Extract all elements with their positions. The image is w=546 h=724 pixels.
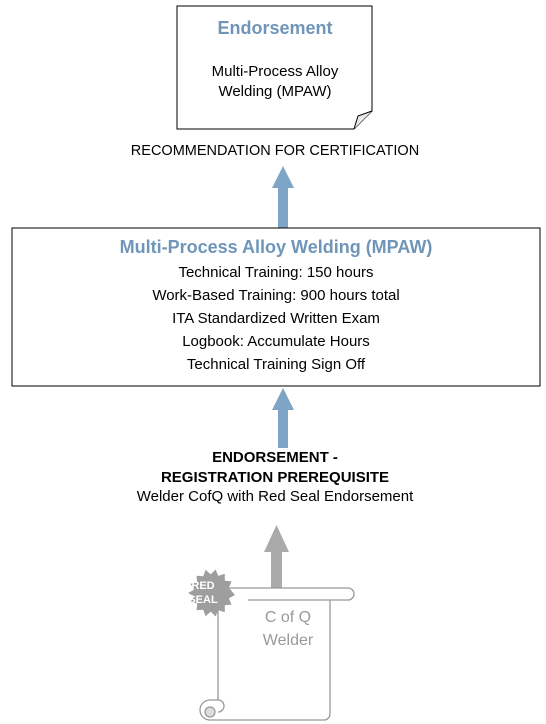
endorsement-folded-corner [353, 110, 373, 130]
endorsement-title: Endorsement [217, 18, 333, 38]
program-requirement-2: Work-Based Training: 900 hours total [152, 287, 400, 304]
recommendation-caption: RECOMMENDATION FOR CERTIFICATION [130, 143, 420, 159]
certificate-line-2: Welder [262, 632, 314, 649]
program-requirement-5: Technical Training Sign Off [186, 356, 366, 373]
program-box-border [11, 227, 541, 387]
arrow-up-to-program [272, 388, 294, 448]
prerequisite-heading-line-2: REGISTRATION PREREQUISITE [160, 469, 390, 486]
program-requirement-4: Logbook: Accumulate Hours [182, 333, 370, 350]
prerequisite-heading-line-1: ENDORSEMENT - [212, 449, 338, 466]
red-seal-starburst [188, 569, 235, 617]
program-title: Multi-Process Alloy Welding (MPAW) [119, 237, 433, 257]
seal-text-line-2: SEAL [188, 594, 218, 606]
endorsement-line-1: Multi-Process Alloy [211, 63, 339, 80]
prerequisite-detail: Welder CofQ with Red Seal Endorsement [136, 488, 414, 505]
seal-text-line-1: RED [191, 580, 215, 592]
arrow-up-from-certificate [264, 525, 289, 588]
arrow-up-to-endorsement [272, 166, 294, 228]
endorsement-line-2: Welding (MPAW) [218, 83, 332, 100]
program-requirement-1: Technical Training: 150 hours [178, 264, 374, 281]
certificate-line-1: C of Q [264, 609, 312, 626]
certificate-scroll [199, 587, 355, 721]
program-requirement-3: ITA Standardized Written Exam [172, 310, 380, 327]
